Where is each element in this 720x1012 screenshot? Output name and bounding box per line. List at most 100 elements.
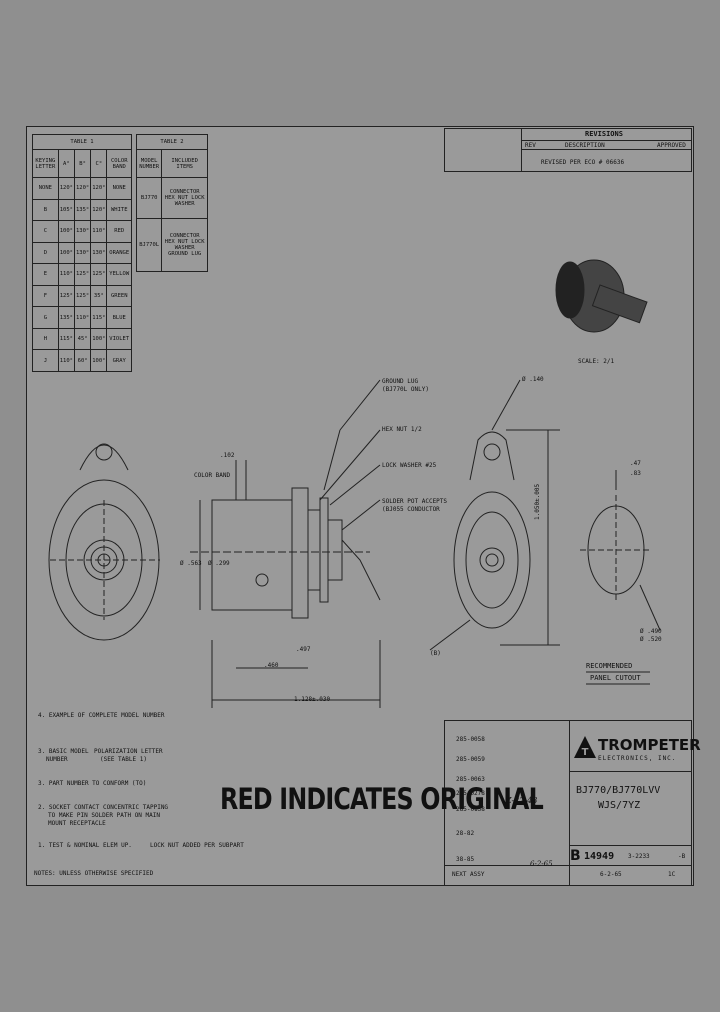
cell: GREEN (106, 284, 132, 308)
dim-height-2: Ø .299 (208, 560, 230, 567)
front-view (48, 443, 160, 641)
company-name: TROMPETER (598, 736, 701, 754)
cell: GRAY (106, 349, 132, 372)
hex-nut-label: HEX NUT 1/2 (382, 426, 422, 433)
cell: CONNECTOR HEX NUT LOCK WASHER (161, 177, 208, 219)
side-view (190, 379, 381, 708)
part-number-2: WJS/7YZ (598, 800, 641, 811)
ground-lug-label: GROUND LUG (382, 378, 419, 385)
cell: 110° (90, 220, 108, 243)
panel-dim-top: .47 (630, 460, 641, 467)
revision-description: REVISED PER ECO # 06636 (541, 159, 625, 166)
panel-cutout (580, 470, 661, 685)
cell: 110° (57, 349, 75, 372)
note-2: 2. SOCKET CONTACT CONCENTRIC TAPPING (38, 804, 169, 811)
rev-list-item: 28-82 (456, 830, 475, 837)
rev-list-item: 285-0058 (456, 736, 485, 743)
dim-total: 1.128±.030 (294, 696, 331, 703)
cell: YELLOW (106, 263, 132, 286)
note-basic-model: 3. BASIC MODEL (38, 748, 89, 755)
sheet-value: 1C (668, 871, 676, 878)
table-2: TABLE 2 MODEL NUMBER INCLUDED ITEMS BJ77… (135, 134, 208, 273)
dim-width-1: .460 (264, 662, 279, 669)
date-value: 6-2-65 (600, 871, 622, 878)
note-2b: TO MAKE PIN SOLDER PATH ON MAIN (48, 812, 160, 819)
part-number: BJ770/BJ770LVV (576, 785, 661, 796)
description-header: DESCRIPTION (565, 142, 605, 149)
note-2c: MOUNT RECEPTACLE (48, 820, 106, 827)
code-number: 14949 (584, 851, 615, 862)
panel-dim-top-2: .83 (630, 470, 641, 477)
color-band-label: COLOR BAND (194, 472, 231, 479)
note-1: 1. TEST & NOMINAL ELEM UP. LOCK NUT ADDE… (38, 842, 244, 849)
rev-list-item: 38-85 (456, 856, 475, 863)
solder-pot-label: SOLDER POT ACCEPTS (382, 498, 448, 505)
trompeter-logo-icon: T (574, 736, 596, 762)
svg-text:T: T (582, 747, 589, 758)
t1-header-4: COLOR BAND (106, 149, 132, 178)
lock-washer-label: LOCK WASHER #25 (382, 462, 437, 469)
hole-dim: Ø .140 (522, 376, 544, 383)
rev-value: -B (678, 853, 686, 860)
dim-top: .102 (220, 452, 235, 459)
dim-height: Ø .563 (180, 560, 202, 567)
cell: BJ770L (135, 217, 163, 273)
rev-list-item: 285-0138 (456, 806, 485, 813)
panel-dia-2: Ø .520 (640, 636, 662, 643)
cell: ORANGE (106, 241, 132, 265)
scale-label: SCALE: 2/1 (578, 358, 615, 365)
cell: 100° (90, 349, 108, 372)
approved-header: APPROVED (657, 142, 686, 149)
rev-list-item: 285-0063 (456, 776, 485, 783)
title-block (444, 720, 692, 886)
cell: 125° (90, 263, 108, 286)
table-1: TABLE 1 KEYING LETTER A° B° C° COLOR BAN… (32, 134, 132, 372)
cell: 120° (90, 198, 108, 222)
ground-lug-label-2: (BJ770L ONLY) (382, 386, 429, 393)
note-polarization: POLARIZATION LETTER (94, 748, 163, 755)
panel-cutout-label: PANEL CUTOUT (590, 674, 641, 682)
recommended-label: RECOMMENDED (586, 662, 633, 670)
t1-header-3: C° (90, 149, 108, 178)
cell: 100° (57, 241, 75, 265)
note-4: 4. EXAMPLE OF COMPLETE MODEL NUMBER (38, 712, 165, 719)
revisions-title: REVISIONS (585, 130, 623, 138)
right-view (429, 379, 560, 651)
dim-width-2: .497 (296, 646, 311, 653)
b-label: (B) (430, 650, 441, 657)
isometric-view (555, 259, 648, 333)
rev-list-item: 285-0059 (456, 756, 485, 763)
height-dim: 1.050±.005 (534, 483, 541, 520)
note-3: 3. PART NUMBER TO CONFORM (TO) (38, 780, 147, 787)
company-sub: ELECTRONICS, INC. (598, 755, 677, 762)
red-indicates-original-stamp: RED INDICATES ORIGINAL (220, 782, 544, 816)
signature-1: Z-22-48 (506, 796, 538, 805)
revision-block: REVISIONS REV DESCRIPTION APPROVED REVIS… (444, 128, 692, 172)
t1-header-0: KEYING LETTER (32, 149, 59, 178)
rev-list-item: 285-0278 (456, 790, 485, 797)
cell: CONNECTOR HEX NUT LOCK WASHER GROUND LUG (161, 217, 208, 273)
note-polarization-b: (SEE TABLE 1) (100, 756, 147, 763)
note-basic-model-b: NUMBER (46, 756, 68, 763)
notes-label: NOTES: UNLESS OTHERWISE SPECIFIED (34, 870, 154, 877)
cell: 120° (90, 177, 108, 200)
size-letter: B (570, 848, 581, 864)
cell: 35° (90, 284, 108, 308)
rev-header: REV (525, 142, 536, 149)
next-assy-label: NEXT ASSY (452, 871, 485, 878)
cell: 115° (90, 306, 108, 329)
signature-2: 6-2-65 (530, 860, 553, 868)
cell: 130° (90, 241, 108, 265)
panel-dia: Ø .490 (640, 628, 662, 635)
t2-header-1: INCLUDED ITEMS (161, 149, 208, 178)
